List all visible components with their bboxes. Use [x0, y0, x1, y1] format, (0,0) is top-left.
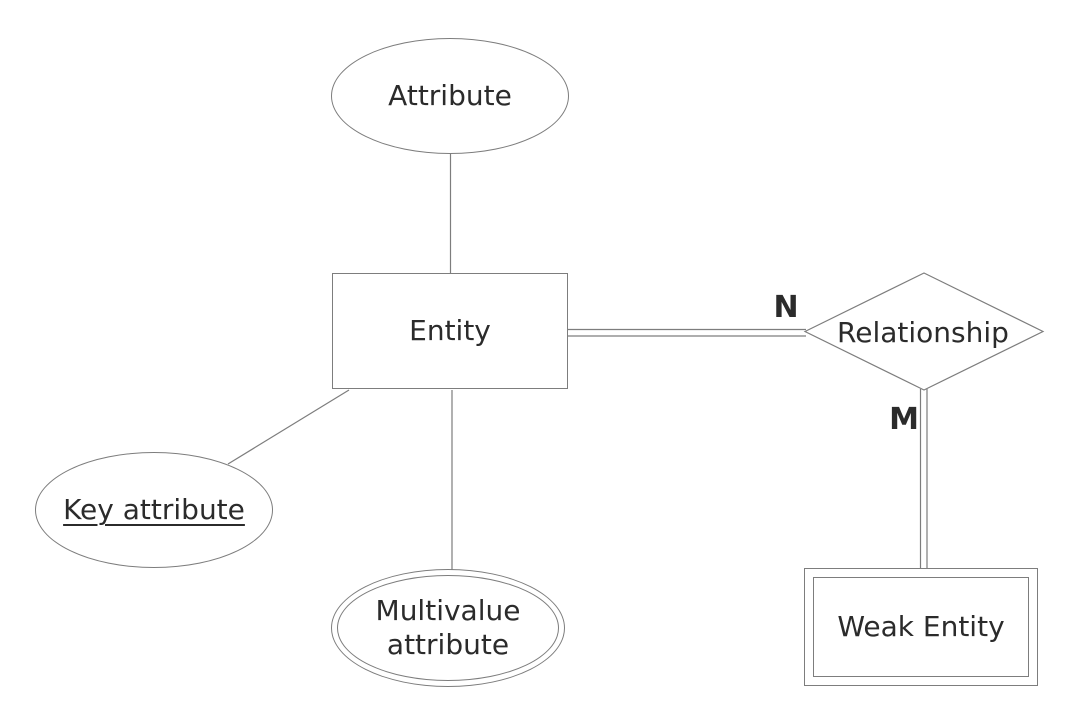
multivalue-attribute-inner-ellipse	[337, 575, 559, 681]
entity-rectangle: Entity	[332, 273, 568, 389]
key-attribute-label: Key attribute	[63, 493, 245, 527]
multivalue-attribute-label: Multivalue attribute	[375, 594, 521, 661]
attribute-label: Attribute	[388, 79, 512, 113]
entity-label: Entity	[409, 314, 491, 348]
multivalue-attribute-ellipse: Multivalue attribute	[331, 569, 565, 687]
weak-entity-inner-rectangle	[813, 577, 1029, 677]
entity-key-attribute-connector	[227, 389, 350, 465]
weak-entity-label: Weak Entity	[837, 610, 1005, 644]
cardinality-m-label: M	[889, 402, 919, 437]
key-attribute-ellipse: Key attribute	[35, 452, 273, 568]
relationship-label: Relationship	[837, 315, 1009, 349]
weak-entity-rectangle: Weak Entity	[804, 568, 1038, 686]
relationship-weak-entity-double-connector	[919, 389, 928, 568]
entity-relationship-double-connector	[568, 328, 806, 337]
cardinality-n-label: N	[773, 290, 799, 325]
relationship-diamond	[803, 272, 1045, 391]
attribute-ellipse: Attribute	[331, 38, 569, 154]
